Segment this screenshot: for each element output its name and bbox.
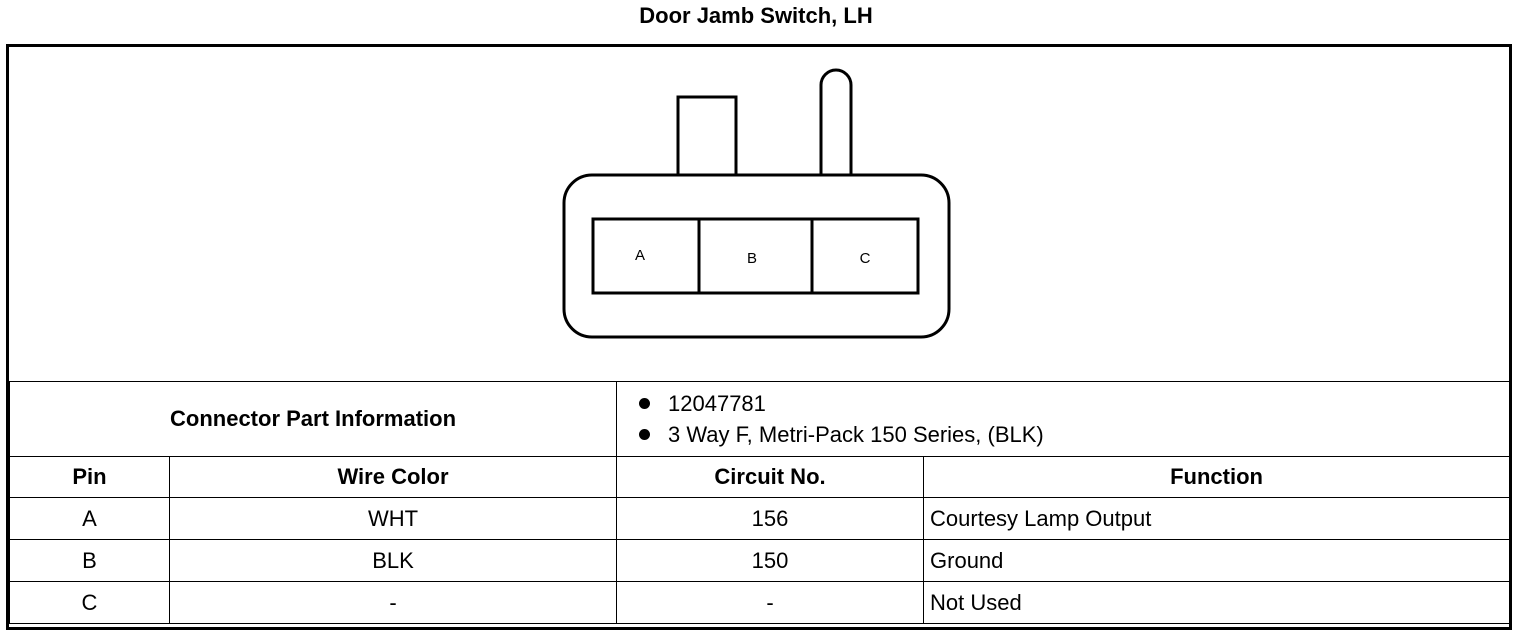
connector-diagram: A B C (9, 47, 1509, 381)
connector-frame: A B C Connector Part Information 1204778… (6, 44, 1512, 630)
table-row: C - - Not Used (9, 581, 1511, 624)
column-header-row: Pin Wire Color Circuit No. Function (9, 456, 1511, 498)
table-row: A WHT 156 Courtesy Lamp Output (9, 497, 1511, 540)
function-cell: Not Used (923, 581, 1511, 624)
part-info-row: Connector Part Information 12047781 3 Wa… (8, 381, 1511, 457)
function-cell: Courtesy Lamp Output (923, 497, 1511, 540)
wire-color-cell: - (168, 581, 618, 624)
cavity-c (810, 217, 920, 295)
cavity-label-a: A (635, 247, 645, 264)
circuit-cell: 150 (616, 539, 925, 582)
circuit-cell: - (616, 581, 925, 624)
cavity-b (697, 217, 814, 295)
part-info-item: 3 Way F, Metri-Pack 150 Series, (BLK) (639, 419, 1509, 450)
latch-tab (676, 95, 738, 179)
function-cell: Ground (923, 539, 1511, 582)
header-pin: Pin (9, 456, 170, 498)
header-wire-color: Wire Color (168, 456, 618, 498)
pin-cell: B (9, 539, 170, 582)
wire-color-cell: WHT (168, 497, 618, 540)
header-function: Function (923, 456, 1511, 498)
bullet-icon (639, 429, 651, 440)
cavity-label-c: C (860, 250, 871, 267)
circuit-cell: 156 (616, 497, 925, 540)
header-circuit: Circuit No. (616, 456, 925, 498)
pin-cell: C (9, 581, 170, 624)
wire-color-cell: BLK (168, 539, 618, 582)
part-info-label: Connector Part Information (8, 381, 618, 457)
part-info-list: 12047781 3 Way F, Metri-Pack 150 Series,… (616, 381, 1511, 457)
part-info-item: 12047781 (639, 388, 1509, 419)
connector-drawing: A B C (562, 68, 951, 339)
part-description: 3 Way F, Metri-Pack 150 Series, (BLK) (668, 421, 1044, 447)
cavity-a (591, 217, 701, 295)
table-row: B BLK 150 Ground (9, 539, 1511, 582)
rounded-tab (819, 68, 853, 177)
pin-cell: A (9, 497, 170, 540)
page-title: Door Jamb Switch, LH (639, 3, 873, 28)
cavity-label-b: B (747, 250, 757, 267)
connector-info-table: Connector Part Information 12047781 3 Wa… (8, 381, 1511, 624)
part-number: 12047781 (668, 390, 766, 416)
bullet-icon (639, 398, 651, 409)
